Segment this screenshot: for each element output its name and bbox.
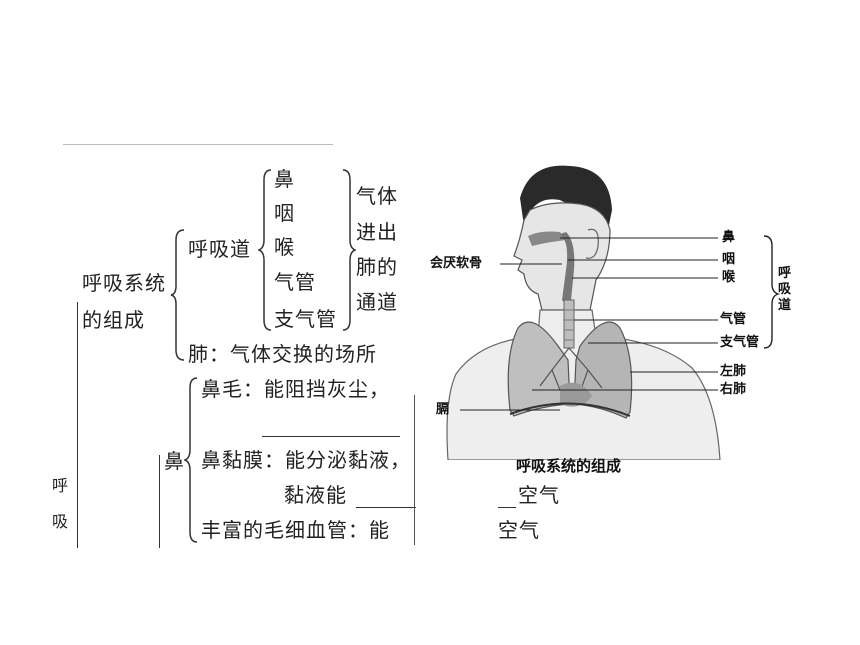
mask-edge — [414, 395, 415, 545]
fig-label-epiglottis: 会厌软骨 — [430, 256, 483, 271]
airway-group-brace — [763, 235, 781, 349]
fig-label-left-lung: 左肺 — [720, 364, 747, 379]
airway-part-pharynx: 咽 — [274, 201, 295, 225]
blank-line-2b — [498, 507, 516, 508]
fig-label-right-lung: 右肺 — [720, 382, 747, 397]
top-rule — [63, 144, 333, 145]
mucosa-text: 鼻黏膜：能分泌黏液， — [201, 448, 411, 472]
label-composition: 的组成 — [82, 308, 145, 332]
system-brace — [170, 229, 185, 361]
pharynx-tube — [560, 232, 575, 310]
fig-label-diaphragm: 膈 — [436, 402, 450, 417]
airway-part-bronchi: 支气管 — [274, 307, 337, 331]
hair — [520, 165, 612, 230]
heart — [560, 382, 592, 407]
fig-label-larynx: 喉 — [722, 270, 736, 285]
side-char-2: 吸 — [52, 512, 70, 531]
function-line-4: 通道 — [356, 290, 398, 314]
airway-parts-brace — [258, 169, 272, 331]
fig-label-trachea: 气管 — [720, 312, 747, 327]
airway-part-larynx: 喉 — [274, 235, 295, 259]
function-line-3: 肺的 — [356, 255, 398, 279]
function-line-1: 气体 — [356, 184, 398, 208]
air-text-2: 空气 — [498, 518, 540, 542]
bronchi — [539, 347, 603, 393]
trachea — [563, 299, 575, 349]
nose-vertical-rule — [159, 455, 160, 548]
respiratory-system-figure — [446, 165, 781, 460]
nasal-cavity — [528, 231, 566, 246]
side-char-1: 呼 — [52, 476, 70, 495]
head — [513, 202, 611, 311]
label-airway: 呼吸道 — [188, 237, 251, 261]
capillary-text: 丰富的毛细血管：能 — [201, 518, 390, 542]
mucus-text: 黏液能 — [284, 483, 347, 507]
label-respiratory-system: 呼吸系统 — [82, 271, 166, 295]
fig-label-nose: 鼻 — [722, 230, 736, 245]
function-line-2: 进出 — [356, 220, 398, 244]
airway-part-trachea: 气管 — [274, 270, 316, 294]
fig-label-airway-group: 呼吸道 — [778, 266, 792, 313]
nose-brace — [184, 377, 198, 543]
nose-hair-text: 鼻毛：能阻挡灰尘， — [201, 377, 390, 401]
fig-label-bronchi: 支气管 — [720, 335, 760, 350]
right-lung — [507, 321, 571, 417]
figure-caption: 呼吸系统的组成 — [516, 457, 622, 475]
airway-part-nose: 鼻 — [274, 167, 295, 191]
ear — [585, 228, 599, 259]
air-text-1: 空气 — [518, 483, 560, 507]
function-brace — [342, 169, 356, 331]
label-lung-function: 肺：气体交换的场所 — [188, 342, 377, 366]
blank-line-2 — [356, 507, 416, 508]
fig-label-pharynx: 咽 — [722, 252, 736, 267]
blank-line-1 — [262, 436, 400, 437]
label-nose: 鼻 — [164, 449, 185, 473]
outer-vertical-rule — [77, 302, 78, 548]
